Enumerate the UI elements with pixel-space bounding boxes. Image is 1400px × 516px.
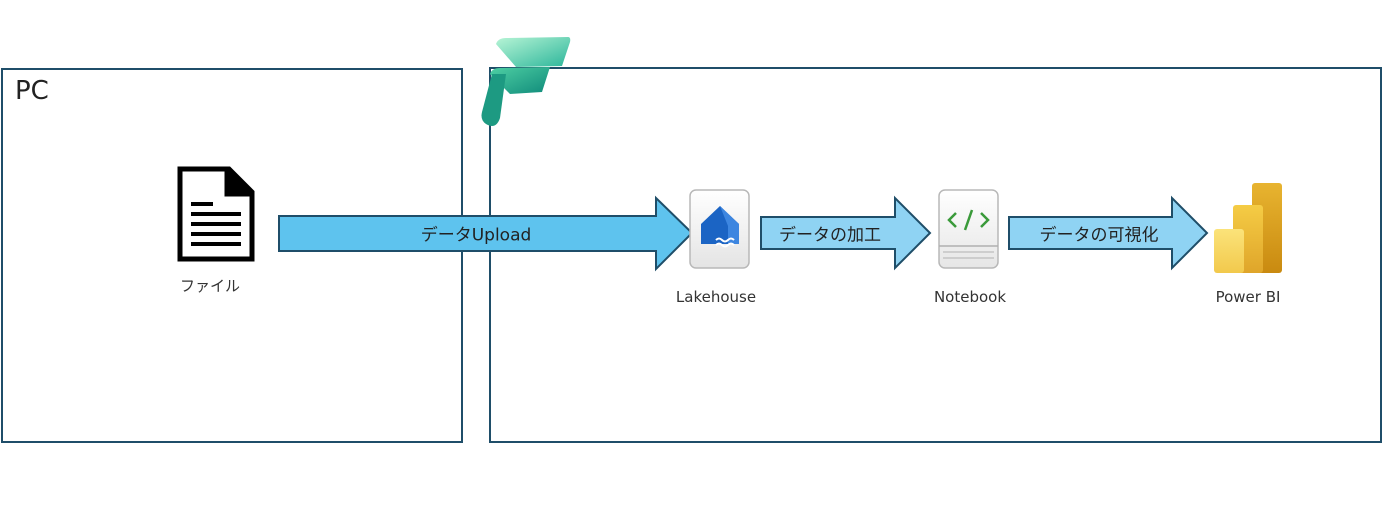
powerbi-label: Power BI (1215, 288, 1281, 306)
notebook-label: Notebook (933, 288, 1007, 306)
transform-arrow-label: データの加工 (779, 225, 881, 246)
visualize-arrow (1008, 195, 1209, 271)
notebook-icon (938, 189, 999, 269)
document-icon (177, 166, 255, 262)
microsoft-fabric-logo (481, 37, 571, 126)
upload-arrow-label: データUpload (420, 225, 532, 246)
transform-arrow (760, 195, 932, 271)
lakehouse-icon (689, 189, 750, 269)
file-label: ファイル (179, 277, 241, 295)
pc-title: PC (15, 76, 49, 106)
powerbi-icon (1214, 183, 1282, 273)
pc-frame: PC (1, 68, 463, 443)
visualize-arrow-label: データの可視化 (1039, 225, 1159, 246)
lakehouse-label: Lakehouse (675, 288, 757, 306)
upload-arrow (278, 195, 694, 272)
fabric-frame (489, 67, 1382, 443)
